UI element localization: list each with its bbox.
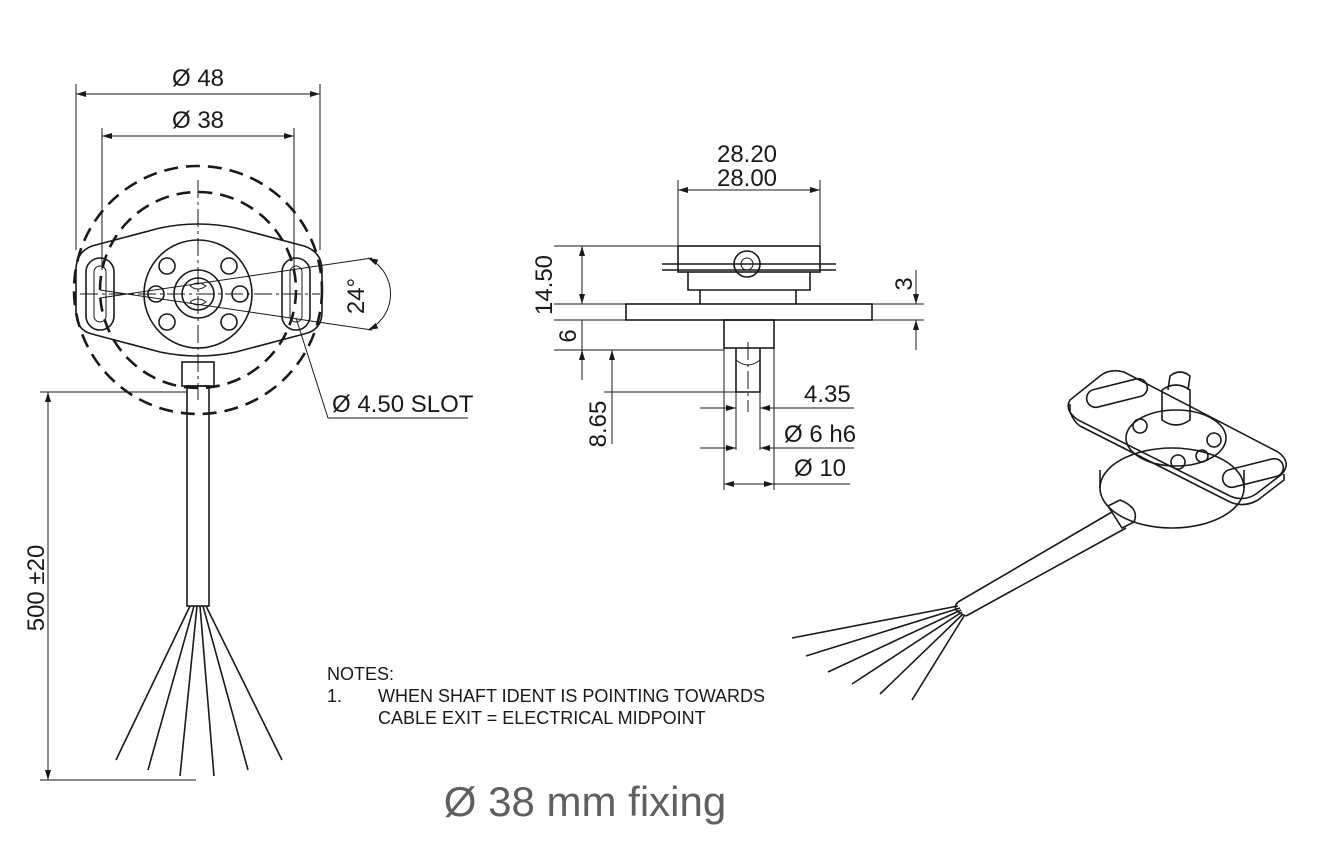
figure-caption: Ø 38 mm fixing (443, 778, 727, 825)
inner-dashed-circle (98, 190, 298, 390)
iso-cable-gland (1106, 499, 1137, 530)
housing-body (687, 272, 811, 291)
dim-flange-thickness: 3 (891, 277, 918, 290)
notes-item-number: 1. (327, 686, 342, 706)
iso-hub (1125, 409, 1227, 467)
mount-hole (220, 257, 238, 275)
angle-line-lower (99, 289, 373, 331)
dim-d48: Ø 48 (172, 65, 224, 92)
side-view (625, 245, 873, 412)
shaft (735, 348, 761, 393)
front-dimensions: Ø 48 Ø 38 24° Ø 4.50 SLOT 500 ±20 (23, 65, 474, 781)
dim-boss-height: 6 (555, 329, 582, 342)
dim-shaft-length: 8.65 (585, 401, 612, 448)
iso-slot-right (1221, 457, 1285, 489)
iso-flange (1067, 369, 1287, 500)
dim-angle: 24° (343, 278, 370, 314)
iso-slot-left (1085, 377, 1149, 409)
dim-height-housing: 14.50 (531, 255, 558, 315)
side-dimensions: 28.20 28.00 14.50 3 6 8.65 4.35 Ø 6 h6 Ø… (531, 141, 924, 490)
notes: NOTES: 1. WHEN SHAFT IDENT IS POINTING T… (327, 664, 765, 728)
notes-title: NOTES: (327, 664, 394, 684)
dim-boss-diameter: Ø 10 (794, 455, 846, 482)
dim-cable-length: 500 ±20 (23, 545, 50, 632)
dim-width-upper: 28.20 (717, 141, 777, 168)
dim-shaft-diameter: Ø 6 h6 (784, 421, 856, 448)
mount-hole (220, 313, 238, 331)
mounting-flange (625, 303, 873, 321)
shaft-boss (723, 319, 775, 349)
flange-outline (75, 223, 323, 357)
cable-jacket (186, 385, 210, 607)
dim-slot: Ø 4.50 SLOT (332, 391, 474, 418)
front-view (72, 164, 373, 777)
right-slot (281, 257, 311, 331)
housing-top (677, 245, 821, 273)
clamp-screw (733, 250, 761, 278)
mount-hole (158, 313, 176, 331)
shaft-ident (189, 282, 207, 306)
dim-shaft-flat: 4.35 (804, 381, 851, 408)
mount-hole (158, 257, 176, 275)
angle-line-upper (99, 257, 373, 299)
notes-line-1: WHEN SHAFT IDENT IS POINTING TOWARDS (378, 686, 765, 706)
dim-d38: Ø 38 (172, 107, 224, 134)
iso-wires (791, 605, 965, 701)
isometric-view (791, 369, 1287, 701)
notes-line-2: CABLE EXIT = ELECTRICAL MIDPOINT (378, 708, 706, 728)
iso-cable (957, 511, 1127, 617)
dim-width-lower: 28.00 (717, 165, 777, 192)
cable-wires (115, 605, 283, 777)
